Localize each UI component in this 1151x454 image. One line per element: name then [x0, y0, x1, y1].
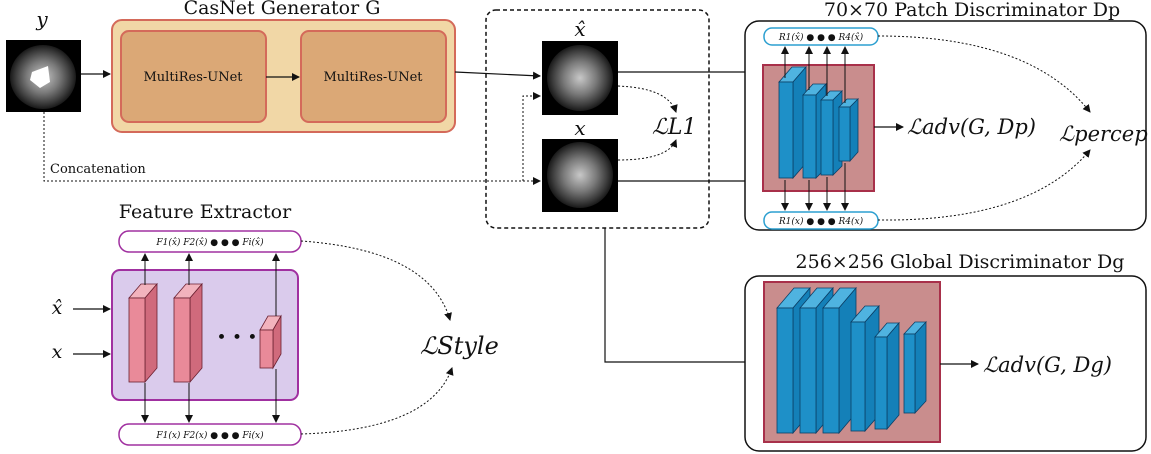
multires-unet-block-2	[300, 30, 447, 123]
arrow-generator-to-xhat	[454, 71, 541, 80]
percep-loss-label: ℒpercep	[1059, 122, 1148, 146]
input-mri-image	[6, 40, 81, 112]
patch-adv-loss-label: ℒadv(G, Dp)	[907, 115, 1036, 139]
style-arrow-top	[300, 240, 452, 321]
xhat-to-l1-arrow	[617, 85, 678, 113]
extractor-features-bottom	[118, 423, 302, 446]
extractor-features-bottom-label: F1(x) F2(x) ● ● ● Fi(x)	[155, 430, 264, 441]
global-disc-title: 256×256 Global Discriminator Dg	[796, 251, 1125, 273]
extractor-feature-taps	[141, 253, 280, 423]
lesion-mask	[30, 66, 50, 88]
multires-unet-label-2: MultiRes-UNet	[323, 70, 423, 85]
x-to-l1-arrow	[617, 139, 678, 161]
l1-loss-label: ℒL1	[652, 115, 696, 140]
feature-extractor-title: Feature Extractor	[119, 201, 292, 223]
input-y-label: y	[35, 7, 48, 31]
extractor-network	[111, 269, 299, 401]
extractor-input-xhat-label: x̂	[52, 297, 63, 319]
style-arrow-bottom	[300, 367, 454, 435]
patch-disc-title: 70×70 Patch Discriminator Dp	[824, 0, 1120, 21]
x-label: x	[574, 116, 585, 140]
percep-arrow-bottom	[877, 149, 1091, 221]
patch-disc-conv-layers	[778, 65, 859, 180]
output-pair-box	[485, 9, 710, 229]
concatenation-path	[43, 112, 523, 182]
extractor-layers	[128, 282, 282, 384]
real-image-x	[542, 139, 618, 212]
arrow-x-to-patch-disc	[618, 150, 763, 182]
concat-arrow-to-xhat	[522, 92, 541, 181]
patch-features-bottom-label: R1(x) ● ● ● R4(x)	[778, 216, 864, 227]
style-loss-label: ℒStyle	[420, 332, 499, 360]
arrow-xhat-to-patch-disc	[618, 71, 763, 100]
patch-features-top-label: R1(x̂) ● ● ● R4(x̂)	[778, 32, 864, 43]
generated-image-xhat	[542, 41, 618, 115]
global-disc-conv-layers	[776, 286, 927, 435]
extractor-dots: • • •	[217, 328, 258, 348]
extractor-input-x-label: x	[52, 341, 63, 363]
global-adv-loss-label: ℒadv(G, Dg)	[983, 353, 1112, 377]
generator-title: CasNet Generator G	[184, 0, 381, 19]
xhat-label: x̂	[574, 17, 585, 41]
concatenation-label: Concatenation	[50, 162, 146, 177]
arrow-to-global-disc	[604, 228, 765, 366]
percep-arrow-top	[877, 35, 1091, 113]
patch-feature-taps	[781, 46, 849, 211]
multires-unet-label-1: MultiRes-UNet	[143, 70, 243, 85]
extractor-features-top-label: F1(x̂) F2(x̂) ● ● ● Fi(x̂)	[155, 237, 264, 248]
